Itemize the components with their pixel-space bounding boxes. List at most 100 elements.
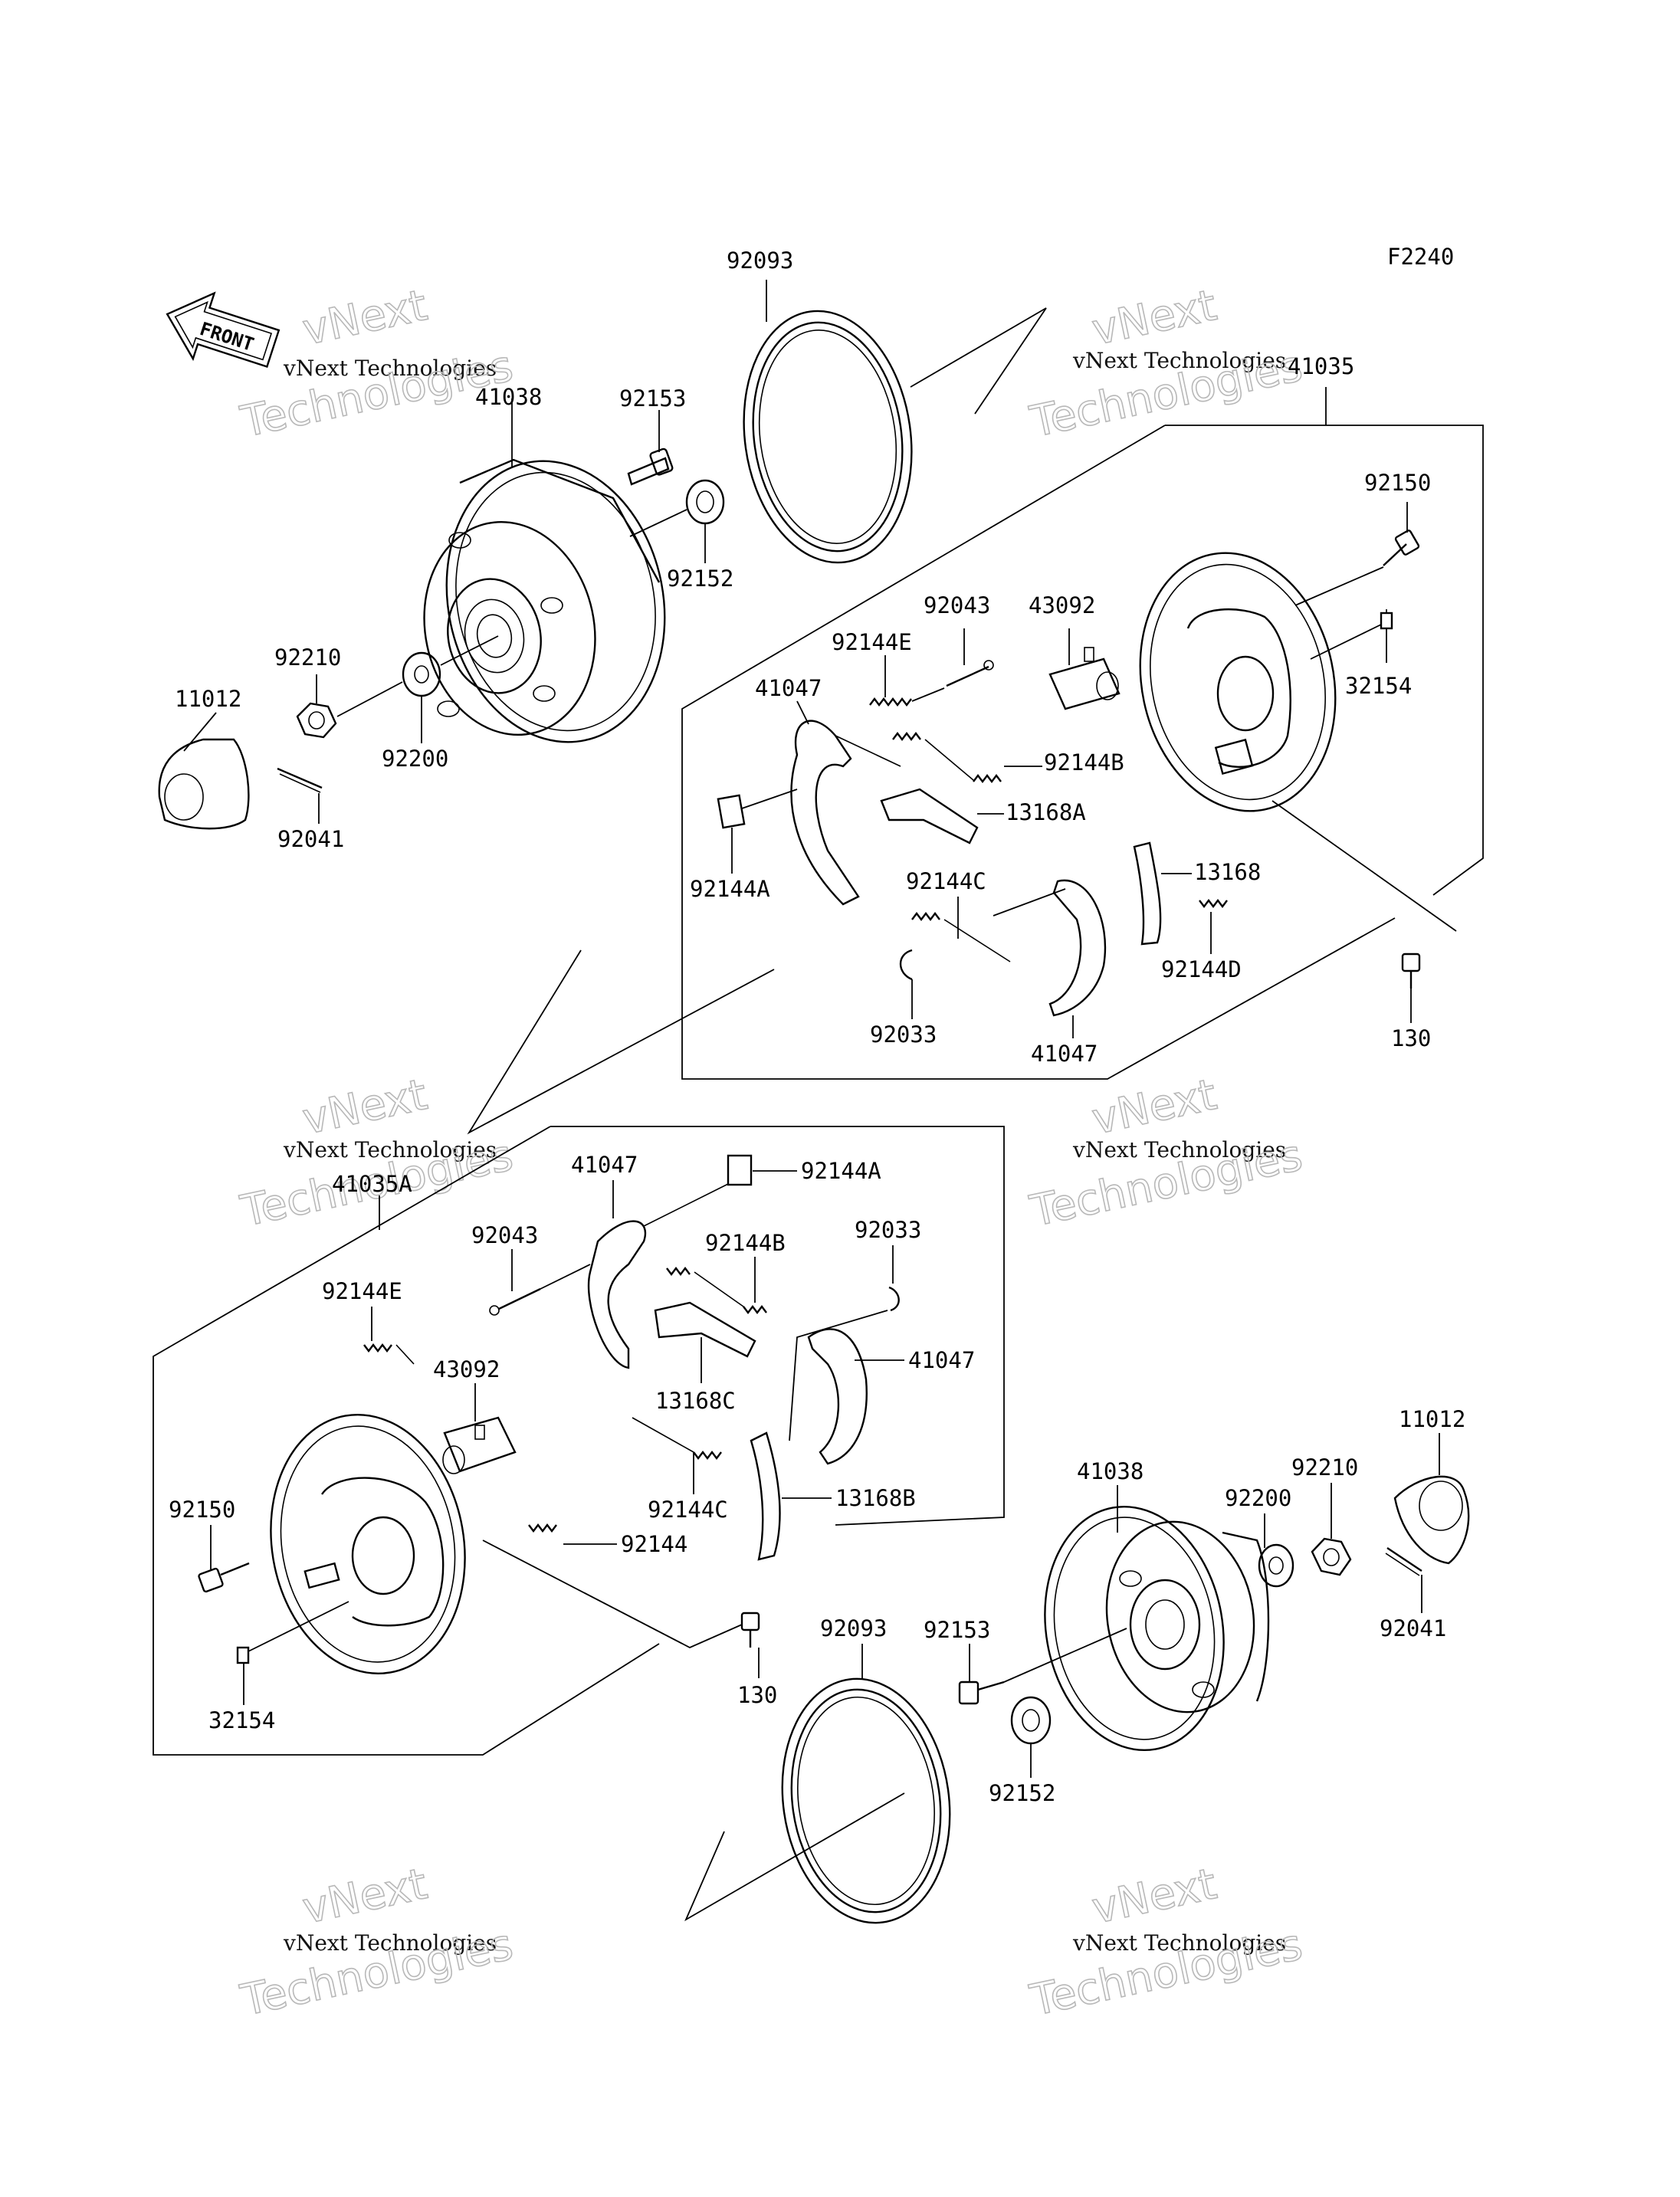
- spring-92144C-bottom: [632, 1417, 722, 1460]
- brake-shoe-41047-bottom-b: [807, 1328, 868, 1465]
- part-label: 92210: [1291, 1454, 1358, 1481]
- part-label: 92033: [855, 1217, 921, 1243]
- bolt-92150-bottom: [198, 1562, 250, 1593]
- part-label: 13168B: [835, 1485, 916, 1511]
- spring-92144C-top: [911, 912, 1011, 962]
- watermark: vNext Technologies vNext Technologies: [1025, 280, 1308, 448]
- spring-92144E-top: [869, 697, 912, 707]
- drum-seal-top: [743, 310, 913, 564]
- leader-axle-top: [440, 635, 499, 666]
- watermark-text: vNext: [1088, 280, 1221, 356]
- part-label: 92041: [1380, 1615, 1446, 1641]
- part-label: 13168C: [655, 1388, 736, 1414]
- part-label: 92200: [1225, 1485, 1291, 1511]
- leader-92150-top-b: [1294, 566, 1384, 606]
- cotter-pin-92041-bottom: [1385, 1547, 1422, 1576]
- watermark: vNext Technologies vNext Technologies: [236, 1069, 518, 1237]
- part-label: 92152: [667, 566, 733, 592]
- brake-shoe-41047-bottom-a: [587, 1183, 729, 1369]
- part-label: 11012: [1399, 1406, 1465, 1432]
- backing-plate-top: [1139, 552, 1337, 812]
- part-label: 92144E: [832, 629, 912, 655]
- leader-92152-bottom-b: [1003, 1628, 1127, 1683]
- lever-13168C-bottom: [654, 1301, 756, 1358]
- pin-92043-bottom: [489, 1287, 541, 1316]
- part-label: 13168: [1194, 859, 1261, 885]
- part-label: 92093: [820, 1615, 887, 1641]
- part-label: 92144: [621, 1531, 687, 1557]
- leader-92033-bottom-b: [789, 1310, 888, 1441]
- part-label: 41047: [1031, 1041, 1098, 1067]
- part-label: 92150: [169, 1497, 235, 1523]
- leader-130-top-b: [1271, 800, 1457, 932]
- leader-32154-bottom-b: [248, 1601, 349, 1652]
- part-label: 11012: [175, 686, 241, 712]
- watermark-text: vNext: [1088, 1859, 1221, 1934]
- washer-92200-top: [402, 651, 441, 697]
- watermark: vNext Technologies vNext Technologies: [236, 280, 518, 448]
- part-labels: 92093 41035 41038 92153 92152 92150 3215…: [169, 248, 1465, 1806]
- part-label: 92041: [277, 826, 344, 852]
- pin-92043-top: [946, 660, 994, 687]
- leader-92043-bottom-b: [540, 1264, 591, 1290]
- leader-92093-top-b: [910, 307, 1047, 415]
- spring-92144-bottom: [528, 1523, 557, 1533]
- washer-92200-bottom: [1258, 1543, 1294, 1588]
- part-label: 92150: [1364, 470, 1431, 496]
- part-label: 92043: [924, 592, 990, 618]
- part-label: 92144E: [322, 1278, 402, 1304]
- part-label: 92144B: [705, 1230, 786, 1256]
- watermarks: vNext Technologies vNext Technologies vN…: [236, 280, 1308, 2026]
- nut-92210-bottom: [1311, 1537, 1352, 1576]
- part-label: 32154: [208, 1707, 275, 1733]
- part-label: 92152: [989, 1780, 1055, 1806]
- wheel-cylinder-43092-bottom: [442, 1416, 517, 1474]
- front-arrow-text: FRONT: [197, 318, 256, 356]
- cap-11012-top: [158, 738, 250, 830]
- clip-92033-top: [899, 949, 913, 981]
- brake-drum-bottom: [1044, 1505, 1270, 1752]
- part-label: 130: [1391, 1025, 1431, 1051]
- part-label: 92200: [382, 746, 448, 772]
- spring-92144E-bottom: [363, 1343, 415, 1365]
- assembly-box-41035-right: [1165, 425, 1484, 896]
- part-label: 41038: [1077, 1458, 1144, 1484]
- cotter-pin-92041-top: [277, 767, 323, 793]
- part-label: 41035A: [332, 1171, 412, 1197]
- watermark-text: vNext Technologies: [283, 1137, 497, 1162]
- part-label: 43092: [433, 1356, 500, 1382]
- leader-92144A-top-b: [741, 789, 798, 809]
- front-arrow-icon: FRONT: [166, 291, 281, 369]
- part-label: 41047: [755, 675, 822, 701]
- washer-92152-bottom: [1010, 1696, 1052, 1745]
- assembly-box-41035A-left: [153, 1126, 660, 1756]
- watermark: vNext Technologies vNext Technologies: [236, 1858, 518, 2026]
- watermark: vNext Technologies vNext Technologies: [1025, 1858, 1308, 2026]
- bolt-92153-top: [627, 448, 674, 486]
- drum-seal-bottom: [781, 1677, 951, 1924]
- leader-92152-top-b: [629, 509, 687, 537]
- part-label: 41035: [1288, 353, 1354, 379]
- leader-connector: [467, 949, 775, 1135]
- clip-92144A-bottom: [727, 1154, 753, 1186]
- part-label: 43092: [1029, 592, 1095, 618]
- clip-92033-bottom: [888, 1286, 900, 1312]
- watermark-text: vNext Technologies: [283, 1930, 497, 1956]
- spring-92144D-top: [1199, 899, 1228, 908]
- part-label: 41047: [908, 1347, 975, 1373]
- watermark: vNext Technologies vNext Technologies: [1025, 1069, 1308, 1237]
- bolt-92150-top: [1383, 530, 1420, 566]
- lever-13168-top: [1133, 841, 1162, 946]
- leader-32154-top-b: [1310, 624, 1382, 660]
- watermark-text: vNext: [298, 1070, 431, 1145]
- spring-92144B-top: [892, 732, 1002, 783]
- lever-13168B-bottom: [750, 1431, 781, 1561]
- bleeder-32154-bottom: [236, 1646, 250, 1664]
- nut-92210-top: [296, 702, 337, 739]
- part-label: 92144B: [1044, 749, 1124, 776]
- brake-shoe-41047-top-a: [790, 720, 901, 906]
- bolt-130-top: [1401, 953, 1421, 989]
- backing-plate-bottom: [270, 1413, 466, 1675]
- watermark-text: vNext Technologies: [283, 356, 497, 381]
- part-label: 92033: [870, 1021, 937, 1048]
